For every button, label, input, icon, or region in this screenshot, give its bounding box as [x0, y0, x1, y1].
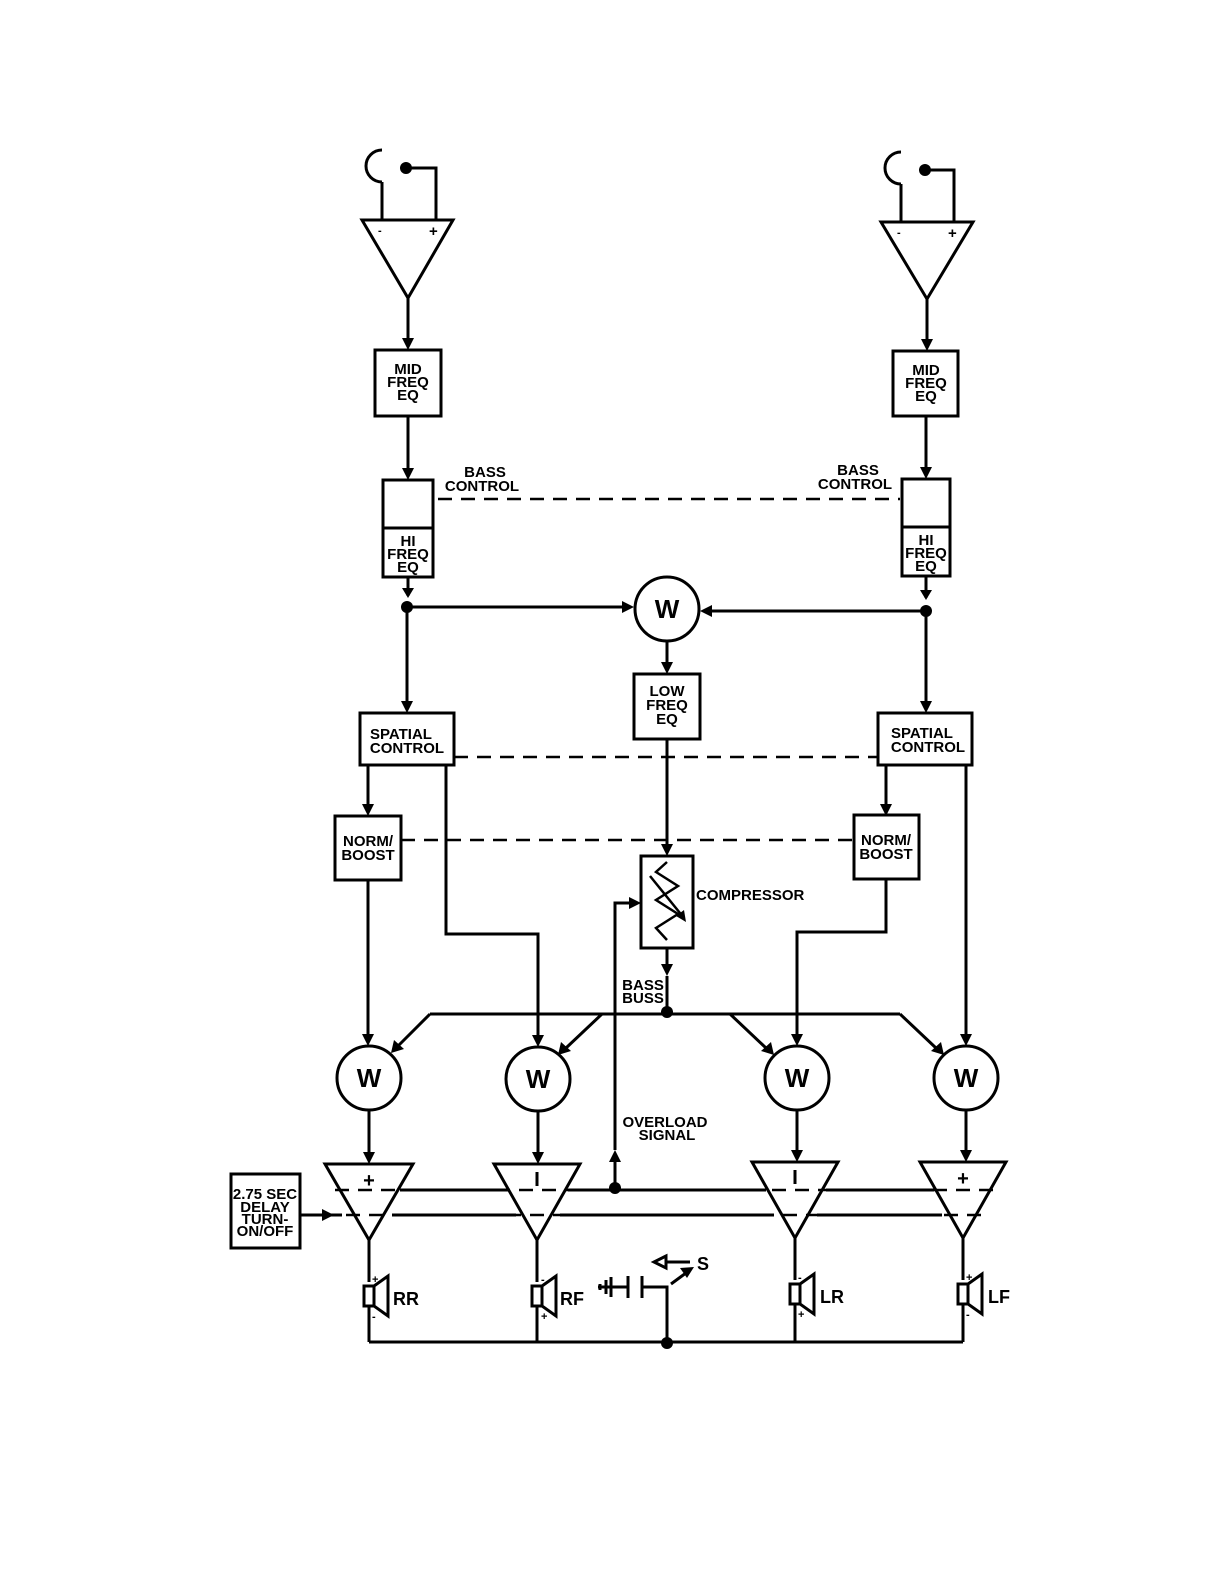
svg-text:W: W — [785, 1063, 810, 1093]
compressor-label: COMPRESSOR — [696, 887, 805, 904]
svg-text:LR: LR — [820, 1287, 844, 1307]
svg-text:-: - — [372, 1311, 376, 1323]
svg-text:W: W — [655, 594, 680, 624]
left-input-amplifier: - + — [362, 220, 453, 298]
svg-text:+: + — [948, 225, 957, 242]
svg-text:+: + — [798, 1309, 804, 1321]
lr-speaker: - + LR — [790, 1272, 844, 1342]
rf-speaker: - + RF — [532, 1274, 584, 1342]
left-hi-freq-eq: HI FREQ EQ — [383, 480, 433, 577]
svg-text:+: + — [363, 1170, 375, 1192]
overload-signal-label: OVERLOAD SIGNAL — [622, 1114, 707, 1144]
switch-s-label: S — [697, 1254, 709, 1274]
left-input-jack — [366, 150, 436, 220]
svg-text:SIGNAL: SIGNAL — [639, 1127, 696, 1144]
svg-text:EQ: EQ — [397, 559, 419, 576]
right-input-amplifier: - + — [881, 222, 973, 299]
rr-weighting-circle: W — [337, 1046, 401, 1110]
lf-speaker: + - LF — [958, 1272, 1010, 1342]
svg-text:W: W — [954, 1063, 979, 1093]
left-norm-boost: NORM/ BOOST — [335, 816, 401, 880]
svg-text:+: + — [966, 1272, 972, 1284]
svg-text:CONTROL: CONTROL — [370, 740, 444, 757]
svg-text:+: + — [541, 1311, 547, 1323]
svg-text:BOOST: BOOST — [859, 846, 912, 863]
svg-text:CONTROL: CONTROL — [891, 739, 965, 756]
lf-weighting-circle: W — [934, 1046, 998, 1110]
lf-output-amplifier: + — [920, 1162, 1006, 1238]
sum-weighting-circle: W — [635, 577, 699, 641]
rf-output-amplifier — [494, 1164, 580, 1240]
lr-output-amplifier — [752, 1162, 838, 1238]
svg-text:W: W — [526, 1064, 551, 1094]
delay-turn-on-off: 2.75 SEC DELAY TURN- ON/OFF — [231, 1174, 300, 1248]
rr-output-amplifier: + — [325, 1164, 413, 1240]
svg-text:LF: LF — [988, 1287, 1010, 1307]
svg-text:-: - — [966, 1309, 970, 1321]
right-spatial-control: SPATIAL CONTROL — [878, 713, 972, 765]
left-mid-freq-eq: MID FREQ EQ — [375, 350, 441, 416]
svg-text:RR: RR — [393, 1289, 419, 1309]
right-bass-control-label: BASS CONTROL — [818, 462, 892, 493]
svg-text:EQ: EQ — [656, 711, 678, 728]
svg-text:EQ: EQ — [915, 388, 937, 405]
rr-speaker: + - RR — [364, 1274, 419, 1342]
bass-buss-label: BASS BUSS — [622, 977, 664, 1007]
svg-text:CONTROL: CONTROL — [445, 478, 519, 495]
svg-text:ON/OFF: ON/OFF — [237, 1223, 294, 1240]
svg-text:W: W — [357, 1063, 382, 1093]
svg-text:-: - — [897, 227, 901, 239]
battery-switch — [598, 1256, 694, 1343]
svg-text:+: + — [372, 1274, 378, 1286]
svg-text:RF: RF — [560, 1289, 584, 1309]
right-mid-freq-eq: MID FREQ EQ — [893, 351, 958, 416]
svg-text:CONTROL: CONTROL — [818, 476, 892, 493]
svg-text:-: - — [541, 1274, 545, 1286]
left-spatial-control: SPATIAL CONTROL — [360, 713, 454, 765]
svg-text:BOOST: BOOST — [341, 847, 394, 864]
svg-text:-: - — [798, 1272, 802, 1284]
right-input-jack — [885, 152, 954, 222]
svg-text:BUSS: BUSS — [622, 990, 664, 1007]
right-norm-boost: NORM/ BOOST — [854, 815, 919, 879]
lr-weighting-circle: W — [765, 1046, 829, 1110]
svg-text:EQ: EQ — [915, 558, 937, 575]
rf-weighting-circle: W — [506, 1047, 570, 1111]
svg-text:+: + — [957, 1168, 969, 1190]
svg-text:-: - — [378, 225, 382, 237]
low-freq-eq: LOW FREQ EQ — [634, 674, 700, 739]
svg-text:EQ: EQ — [397, 387, 419, 404]
svg-text:+: + — [429, 223, 438, 240]
right-hi-freq-eq: HI FREQ EQ — [902, 479, 950, 576]
compressor-block — [641, 856, 693, 948]
left-bass-control-label: BASS CONTROL — [445, 464, 519, 495]
